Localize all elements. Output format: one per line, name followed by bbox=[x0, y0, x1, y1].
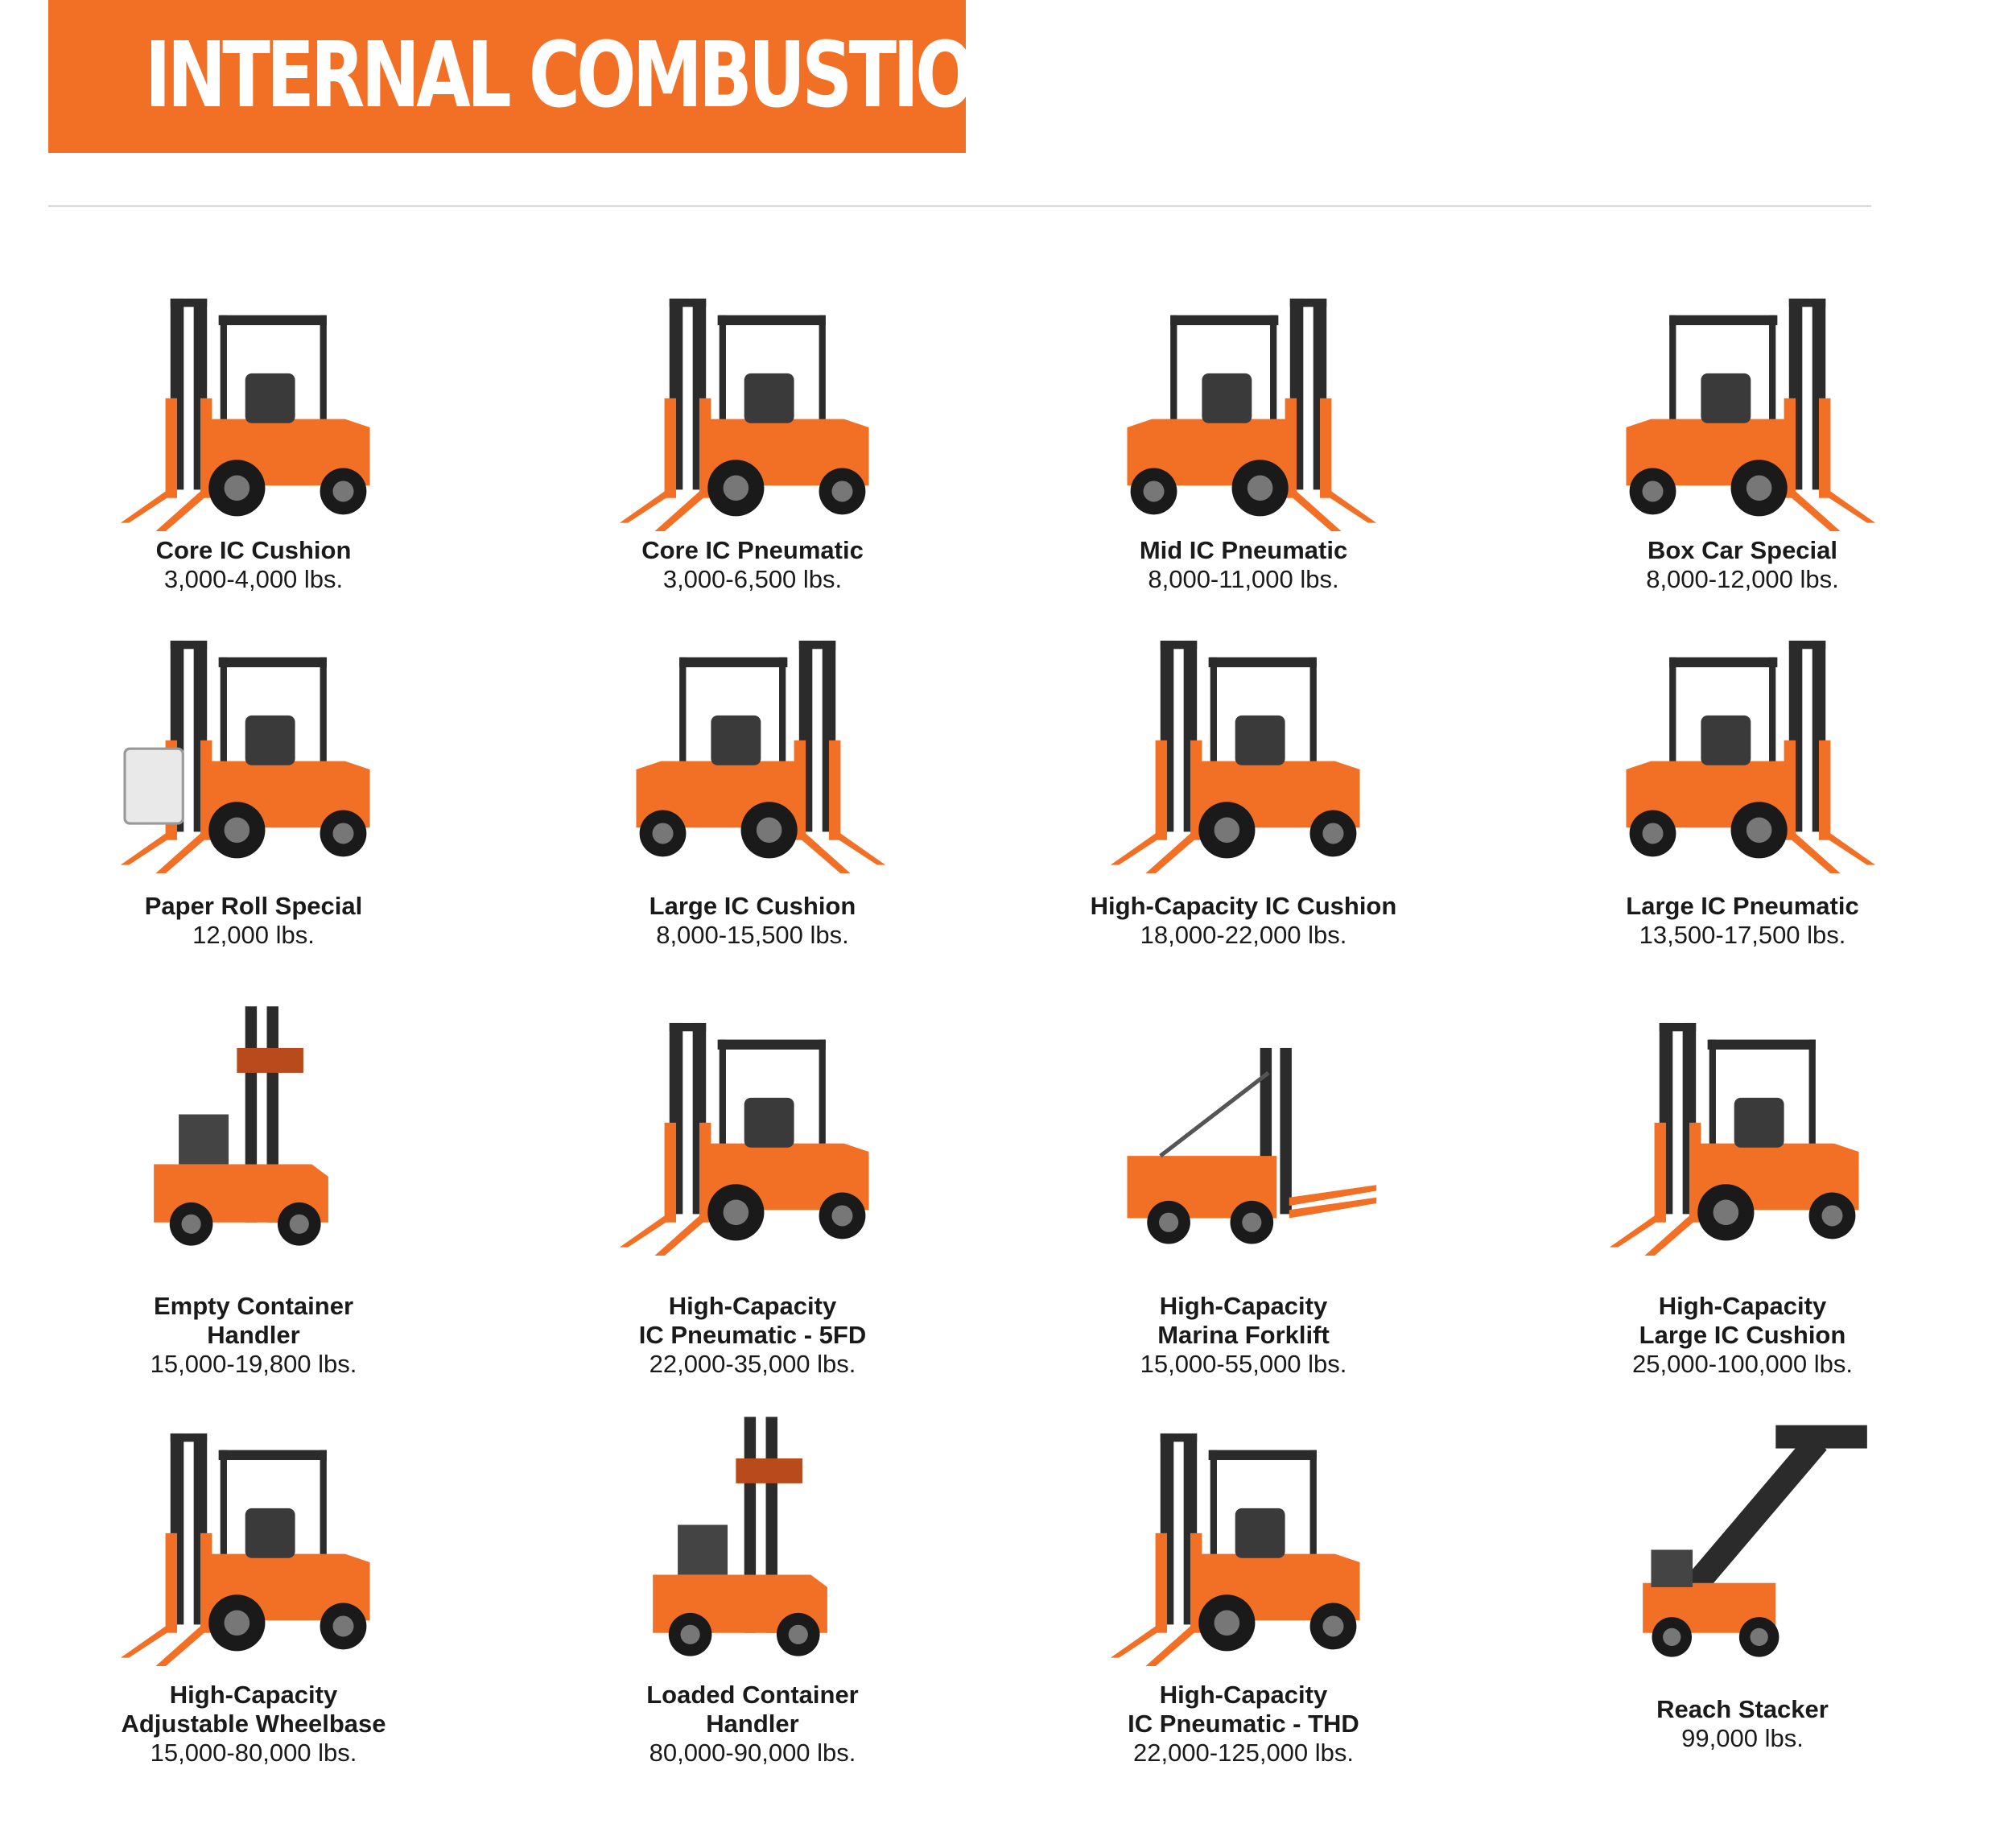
product-card: Reach Stacker 99,000 lbs. bbox=[1501, 1409, 1984, 1785]
product-card: Large IC Pneumatic 13,500-17,500 lbs. bbox=[1501, 616, 1984, 996]
forklift-icon bbox=[1626, 640, 1876, 873]
product-capacity: 15,000-19,800 lbs. bbox=[150, 1350, 357, 1378]
product-name: Core IC Cushion bbox=[155, 536, 352, 564]
product-card: High-Capacity IC Pneumatic - 5FD 22,000-… bbox=[511, 998, 994, 1396]
header-banner: INTERNAL COMBUSTION bbox=[48, 0, 1030, 153]
product-card: High-Capacity Marina Forklift 15,000-55,… bbox=[1002, 998, 1485, 1396]
product-card: Loaded Container Handler 80,000-90,000 l… bbox=[511, 1409, 994, 1785]
product-card: High-Capacity Adjustable Wheelbase 15,00… bbox=[12, 1409, 495, 1785]
product-caption: Large IC Pneumatic 13,500-17,500 lbs. bbox=[1501, 892, 1984, 950]
product-capacity: 8,000-12,000 lbs. bbox=[1646, 565, 1839, 593]
product-capacity: 13,500-17,500 lbs. bbox=[1639, 921, 1846, 949]
product-caption: High-Capacity IC Cushion 18,000-22,000 l… bbox=[1002, 892, 1485, 950]
forklift-icon bbox=[1127, 298, 1377, 531]
product-capacity: 12,000 lbs. bbox=[192, 921, 315, 949]
forklift-icon bbox=[1110, 640, 1360, 873]
product-capacity: 22,000-35,000 lbs. bbox=[649, 1350, 856, 1378]
product-capacity: 15,000-55,000 lbs. bbox=[1140, 1350, 1347, 1378]
product-card: Empty Container Handler 15,000-19,800 lb… bbox=[12, 998, 495, 1396]
product-caption: Empty Container Handler 15,000-19,800 lb… bbox=[12, 1292, 495, 1379]
product-card: High-Capacity IC Cushion 18,000-22,000 l… bbox=[1002, 616, 1485, 996]
product-capacity: 22,000-125,000 lbs. bbox=[1132, 1739, 1355, 1767]
product-card: Box Car Special 8,000-12,000 lbs. bbox=[1501, 274, 1984, 641]
product-capacity: 80,000-90,000 lbs. bbox=[649, 1739, 856, 1767]
forklift-icon bbox=[1609, 1022, 1859, 1256]
product-caption: Reach Stacker 99,000 lbs. bbox=[1501, 1695, 1984, 1753]
product-name: Large IC Pneumatic bbox=[1626, 892, 1859, 920]
product-caption: Box Car Special 8,000-12,000 lbs. bbox=[1501, 536, 1984, 594]
product-capacity: 15,000-80,000 lbs. bbox=[150, 1739, 357, 1767]
product-caption: High-Capacity Marina Forklift 15,000-55,… bbox=[1002, 1292, 1485, 1379]
forklift-icon bbox=[636, 640, 886, 873]
product-capacity: 99,000 lbs. bbox=[1681, 1724, 1804, 1752]
product-name: High-Capacity IC Pneumatic - THD bbox=[1128, 1681, 1359, 1738]
product-name: High-Capacity IC Cushion bbox=[1090, 892, 1397, 920]
product-name: High-Capacity IC Pneumatic - 5FD bbox=[638, 1292, 867, 1349]
container-handler-icon bbox=[154, 1006, 328, 1246]
forklift-icon bbox=[1626, 298, 1876, 531]
product-caption: Large IC Cushion 8,000-15,500 lbs. bbox=[511, 892, 994, 950]
paper-roll-clamp-forklift-icon bbox=[120, 640, 370, 873]
product-card: Core IC Cushion 3,000-4,000 lbs. bbox=[12, 274, 495, 641]
product-card: Mid IC Pneumatic 8,000-11,000 lbs. bbox=[1002, 274, 1485, 641]
forklift-icon bbox=[120, 1433, 370, 1666]
product-name: High-Capacity Marina Forklift bbox=[1157, 1292, 1330, 1349]
product-capacity: 3,000-4,000 lbs. bbox=[163, 565, 344, 593]
product-caption: Mid IC Pneumatic 8,000-11,000 lbs. bbox=[1002, 536, 1485, 594]
product-name: Reach Stacker bbox=[1656, 1695, 1829, 1723]
page-title: INTERNAL COMBUSTION bbox=[145, 23, 1030, 128]
container-handler-icon bbox=[653, 1417, 827, 1656]
product-name: Empty Container Handler bbox=[153, 1292, 354, 1349]
product-caption: Core IC Cushion 3,000-4,000 lbs. bbox=[12, 536, 495, 594]
product-caption: Paper Roll Special 12,000 lbs. bbox=[12, 892, 495, 950]
divider bbox=[48, 205, 1871, 207]
product-name: Large IC Cushion bbox=[649, 892, 856, 920]
product-capacity: 18,000-22,000 lbs. bbox=[1140, 921, 1347, 949]
product-caption: High-Capacity IC Pneumatic - 5FD 22,000-… bbox=[511, 1292, 994, 1379]
product-card: Large IC Cushion 8,000-15,500 lbs. bbox=[511, 616, 994, 996]
product-caption: High-Capacity IC Pneumatic - THD 22,000-… bbox=[1002, 1681, 1485, 1768]
marina-forklift-icon bbox=[1127, 1047, 1377, 1244]
product-card: High-Capacity Large IC Cushion 25,000-10… bbox=[1501, 998, 1984, 1396]
product-name: Core IC Pneumatic bbox=[641, 536, 864, 564]
product-name: Paper Roll Special bbox=[144, 892, 363, 920]
product-capacity: 25,000-100,000 lbs. bbox=[1631, 1350, 1854, 1378]
reach-stacker-icon bbox=[1643, 1425, 1867, 1657]
product-name: Mid IC Pneumatic bbox=[1139, 536, 1348, 564]
forklift-icon bbox=[619, 298, 869, 531]
product-capacity: 8,000-15,500 lbs. bbox=[656, 921, 849, 949]
product-caption: High-Capacity Large IC Cushion 25,000-10… bbox=[1501, 1292, 1984, 1379]
product-capacity: 8,000-11,000 lbs. bbox=[1148, 565, 1339, 593]
product-caption: High-Capacity Adjustable Wheelbase 15,00… bbox=[12, 1681, 495, 1768]
product-name: Box Car Special bbox=[1647, 536, 1838, 564]
forklift-icon bbox=[619, 1022, 869, 1256]
product-name: Loaded Container Handler bbox=[646, 1681, 859, 1738]
product-name: High-Capacity Large IC Cushion bbox=[1639, 1292, 1846, 1349]
product-capacity: 3,000-6,500 lbs. bbox=[662, 565, 843, 593]
product-card: High-Capacity IC Pneumatic - THD 22,000-… bbox=[1002, 1409, 1485, 1785]
product-card: Paper Roll Special 12,000 lbs. bbox=[12, 616, 495, 996]
forklift-icon bbox=[120, 298, 370, 531]
forklift-icon bbox=[1110, 1433, 1360, 1666]
product-name: High-Capacity Adjustable Wheelbase bbox=[121, 1681, 386, 1738]
product-caption: Loaded Container Handler 80,000-90,000 l… bbox=[511, 1681, 994, 1768]
product-card: Core IC Pneumatic 3,000-6,500 lbs. bbox=[511, 274, 994, 641]
product-caption: Core IC Pneumatic 3,000-6,500 lbs. bbox=[511, 536, 994, 594]
